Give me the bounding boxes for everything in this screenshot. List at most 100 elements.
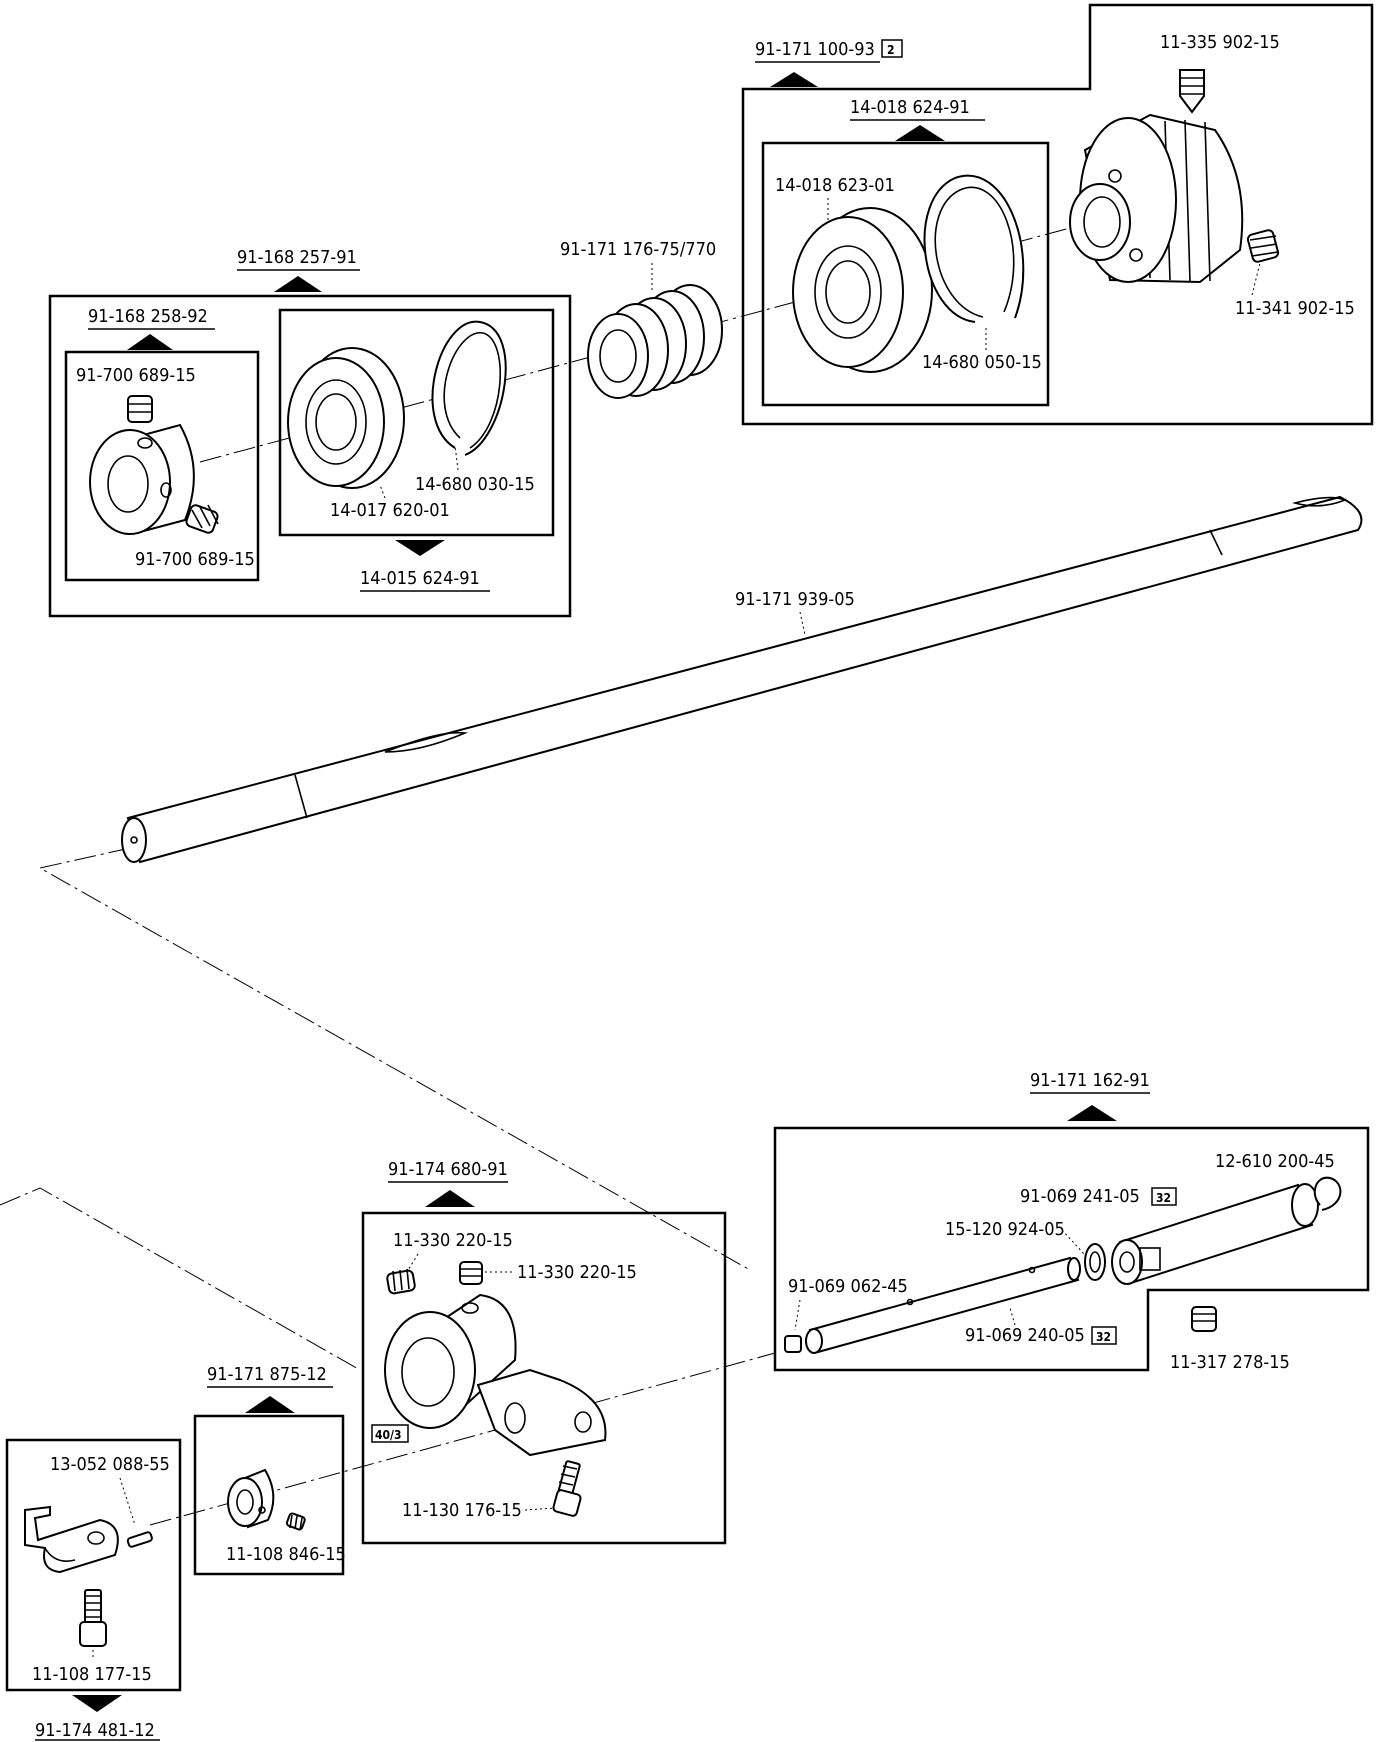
leader	[1251, 254, 1263, 296]
leader	[454, 444, 459, 471]
box-14-018-624-91	[761, 141, 1050, 407]
arrow-up	[1067, 1105, 1117, 1121]
label-14-015-624-91: 14-015 624-91	[360, 568, 480, 589]
pin-shaft-drawing	[805, 1256, 1081, 1354]
washer-15-120-924-05	[1084, 1243, 1106, 1281]
circlip-12-610-200-45	[1313, 1176, 1342, 1211]
retaining-ring-drawing	[923, 174, 1025, 323]
label-11-330-220-15-a: 11-330 220-15	[393, 1230, 513, 1251]
arrow-up	[127, 334, 173, 350]
bellows-drawing	[587, 284, 723, 399]
bearing-14-017-620-01-drawing	[287, 347, 405, 489]
label-13-052-088-55: 13-052 088-55	[50, 1454, 170, 1475]
label-91-700-689-15-bottom: 91-700 689-15	[135, 549, 255, 570]
leader	[794, 1299, 801, 1331]
box-91-171-162-91	[773, 1126, 1370, 1372]
box-91-171-875-12	[193, 1414, 345, 1576]
label-91-168-258-92: 91-168 258-92	[88, 306, 208, 327]
tag-box	[1091, 1326, 1117, 1345]
box-14-015-624-91	[278, 308, 555, 537]
shaft-drawing	[126, 495, 1363, 864]
tag-32: 32	[1096, 1330, 1111, 1344]
label-91-171-939-05: 91-171 939-05	[735, 589, 855, 610]
arrow-down	[72, 1695, 122, 1712]
label-91-171-176-75-770: 91-171 176-75/770	[560, 239, 716, 260]
label-91-069-062-45: 91-069 062-45	[788, 1276, 908, 1297]
screw-91-700-689-15-bottom	[185, 504, 219, 534]
main-shaft-91-171-939-05: 91-171 939-05	[121, 495, 1363, 864]
arrow-up	[895, 125, 945, 141]
label-11-108-177-15: 11-108 177-15	[32, 1664, 152, 1685]
label-91-700-689-15-top: 91-700 689-15	[76, 365, 196, 386]
pin-13-052-088-55	[126, 1531, 153, 1548]
label-11-130-176-15: 11-130 176-15	[402, 1500, 522, 1521]
label-11-108-846-15: 11-108 846-15	[226, 1544, 346, 1565]
bearing-drawing	[792, 207, 933, 373]
set-screw-b	[459, 1261, 483, 1285]
bracket-drawing	[24, 1505, 119, 1574]
arrow-up	[770, 72, 818, 87]
label-11-317-278-15: 11-317 278-15	[1170, 1352, 1290, 1373]
sleeve-drawing	[1111, 1183, 1319, 1285]
leader	[379, 484, 386, 499]
box-91-168-257-91	[48, 294, 572, 618]
tag-box	[371, 1424, 409, 1443]
label-91-171-100-93: 91-171 100-93	[755, 39, 875, 60]
leader	[524, 1507, 556, 1511]
group-91-171-162-91: 91-171 162-91 12-610 200-45 91-069 241-0…	[773, 1070, 1370, 1373]
tag-40-3: 40/3	[375, 1428, 401, 1442]
set-screw-11-335-902-15	[1179, 69, 1205, 114]
arrow-up	[245, 1396, 295, 1413]
collar-small-drawing	[227, 1468, 275, 1529]
box-91-168-258-92	[64, 350, 260, 582]
leader	[119, 1477, 136, 1526]
tag-32: 32	[1156, 1191, 1171, 1205]
group-91-174-481-12: 13-052 088-55 11-108 177-15 91-174 481-1…	[5, 1438, 182, 1741]
leader	[1009, 1307, 1016, 1326]
label-11-341-902-15: 11-341 902-15	[1235, 298, 1355, 319]
tag-2: 2	[887, 43, 895, 57]
tag-box	[881, 39, 903, 58]
label-12-610-200-45: 12-610 200-45	[1215, 1151, 1335, 1172]
label-91-069-240-05: 91-069 240-05	[965, 1325, 1085, 1346]
box-91-174-481-12	[5, 1438, 182, 1692]
label-15-120-924-05: 15-120 924-05	[945, 1219, 1065, 1240]
group-91-168-257-91: 91-168 257-91 91-168 258-92 91-700 689-1…	[48, 247, 572, 618]
axis-line-left-link	[0, 1187, 361, 1371]
screw-11-108-177-15	[79, 1589, 107, 1647]
label-91-171-162-91: 91-171 162-91	[1030, 1070, 1150, 1091]
retaining-ring-14-680-030-15-drawing	[431, 320, 507, 456]
label-14-018-624-91: 14-018 624-91	[850, 97, 970, 118]
group-91-171-875-12: 91-171 875-12 11-108 846-15	[193, 1364, 346, 1576]
label-91-174-481-12: 91-174 481-12	[35, 1720, 155, 1741]
rocker-arm-drawing	[384, 1293, 607, 1457]
arrow-up	[274, 276, 322, 292]
label-14-018-623-01: 14-018 623-01	[775, 175, 895, 196]
leader	[799, 611, 806, 636]
label-14-017-620-01: 14-017 620-01	[330, 500, 450, 521]
plug-91-069-062-45	[784, 1335, 802, 1353]
label-11-335-902-15: 11-335 902-15	[1160, 32, 1280, 53]
collar-drawing	[89, 423, 195, 535]
screw-91-700-689-15-top	[127, 395, 153, 423]
leader	[1061, 1229, 1086, 1256]
tag-box	[1151, 1187, 1177, 1206]
label-14-680-030-15: 14-680 030-15	[415, 474, 535, 495]
pulley-drawing	[1069, 113, 1244, 284]
axis-line-shaft-link	[38, 847, 751, 1271]
set-screw-11-341-902-15	[1246, 229, 1280, 263]
box-91-174-680-91	[361, 1211, 727, 1545]
label-91-171-875-12: 91-171 875-12	[207, 1364, 327, 1385]
label-91-069-241-05: 91-069 241-05	[1020, 1186, 1140, 1207]
bellows-group: 91-171 176-75/770	[560, 239, 723, 399]
arrow-down	[395, 540, 445, 556]
label-14-680-050-15: 14-680 050-15	[922, 352, 1042, 373]
screw-11-130-176-15	[552, 1460, 582, 1517]
group-91-174-680-91: 91-174 680-91 11-330 220-15 11-330 220-1…	[361, 1159, 727, 1545]
box-91-171-100-93	[741, 3, 1374, 426]
label-91-168-257-91: 91-168 257-91	[237, 247, 357, 268]
screw-11-317-278-15	[1191, 1306, 1217, 1332]
arrow-up	[425, 1190, 475, 1207]
label-11-330-220-15-b: 11-330 220-15	[517, 1262, 637, 1283]
